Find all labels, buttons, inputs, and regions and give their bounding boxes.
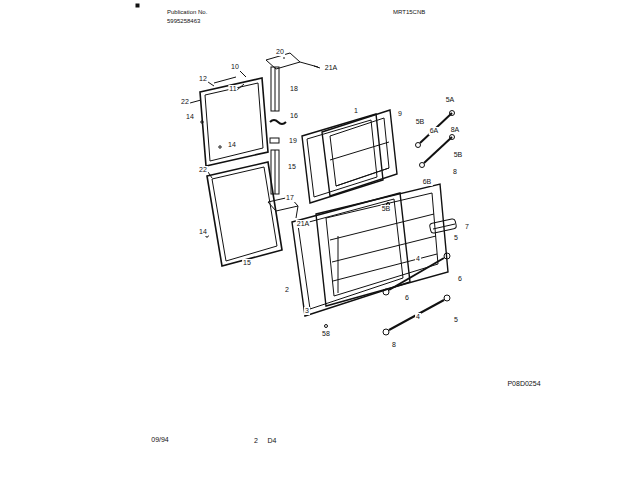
callout-number: 5B (453, 151, 464, 159)
callout-number: 10 (230, 63, 240, 71)
callout-number: 4 (415, 313, 421, 321)
callout-number: MRT15CNB (392, 9, 426, 16)
callout-number: Publication No. (166, 9, 208, 16)
callout-number: 3 (304, 307, 310, 315)
callout-number: 5 (453, 234, 459, 242)
callout-number: 5 (453, 316, 459, 324)
callout-number: 21A (324, 64, 338, 72)
callout-number: 11 (228, 85, 237, 93)
callout-number: 7 (464, 223, 470, 231)
callout-number: 6A (429, 127, 440, 135)
callout-number: 5A (445, 96, 456, 104)
callout-number: 14 (185, 113, 195, 121)
callout-number: 2 (253, 437, 259, 445)
callout-number: 09/94 (150, 436, 170, 444)
callout-number: 16 (289, 112, 299, 120)
callout-number: 8 (391, 341, 397, 349)
callout-number: 5995258463 (166, 18, 201, 25)
callout-number: 14 (227, 141, 237, 149)
callout-number: 6 (404, 294, 410, 302)
callout-number: P08D0254 (506, 380, 541, 388)
callout-number: 22 (198, 166, 208, 174)
callout-number: 6B (422, 178, 433, 186)
callout-number: 22 (180, 98, 190, 106)
callout-number: 1 (353, 107, 359, 115)
callout-number: 19 (288, 137, 298, 145)
callout-number: D4 (267, 437, 278, 445)
callout-number: 5B (381, 205, 392, 213)
callout-number: 15 (287, 163, 297, 171)
callout-number: 20 (275, 48, 285, 56)
callout-number: 17 (285, 194, 295, 202)
callout-number: 15 (242, 259, 252, 267)
callout-number: 8A (450, 126, 461, 134)
callout-number: 4 (415, 255, 421, 263)
callout-number: 58 (321, 330, 331, 338)
callout-number: 5B (415, 118, 426, 126)
callout-number: 8 (452, 168, 458, 176)
callout-number: 21A (296, 220, 310, 228)
callout-number: 18 (289, 85, 299, 93)
callout-number: 12 (198, 75, 208, 83)
callout-number: 2 (284, 286, 290, 294)
callout-number: 9 (397, 110, 403, 118)
callout-number: 14 (198, 228, 208, 236)
callout-number: 6 (457, 275, 463, 283)
